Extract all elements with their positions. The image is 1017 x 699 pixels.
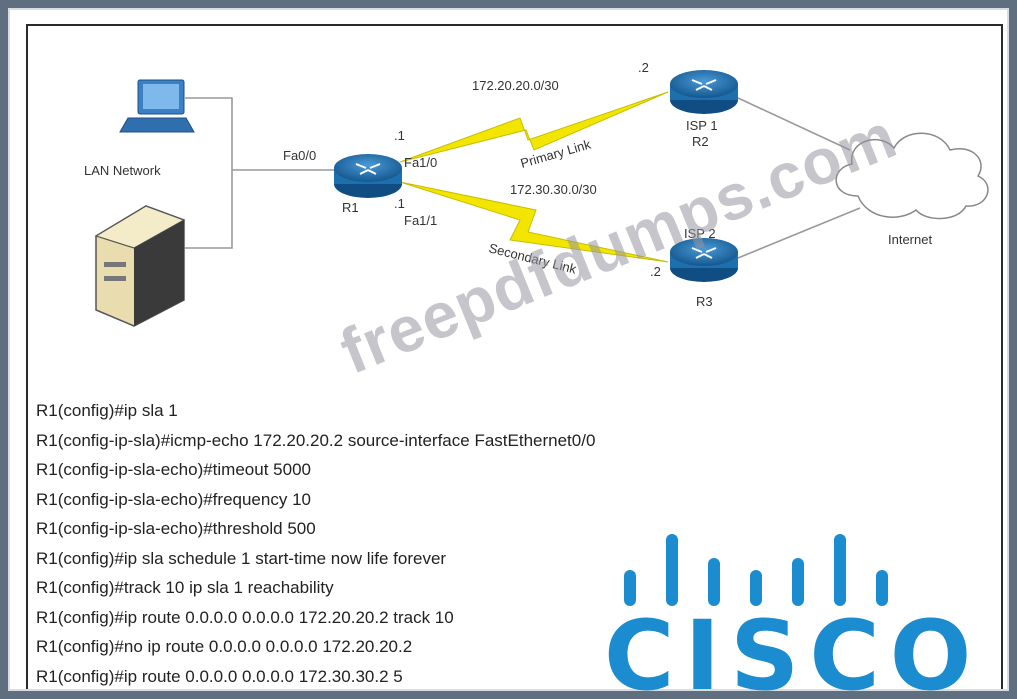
r3-isp-label: ISP 2 — [684, 226, 716, 241]
config-listing: R1(config)#ip sla 1 R1(config-ip-sla)#ic… — [36, 396, 796, 691]
r1-secondary-address: .1 — [394, 196, 405, 211]
primary-subnet-label: 172.20.20.0/30 — [472, 78, 559, 93]
config-line: R1(config-ip-sla)#icmp-echo 172.20.20.2 … — [36, 430, 596, 450]
pc-icon — [119, 79, 195, 133]
primary-link-label: Primary Link — [519, 136, 593, 170]
internet-cloud-icon — [835, 132, 989, 220]
r1-primary-address: .1 — [394, 128, 405, 143]
config-line: R1(config)#track 10 ip sla 1 reachabilit… — [36, 578, 334, 597]
config-line: R1(config-ip-sla-echo)#threshold 500 — [36, 519, 316, 538]
config-line: R1(config)#no ip route 0.0.0.0 0.0.0.0 1… — [36, 637, 413, 656]
cisco-logo-bars-icon — [624, 534, 888, 606]
primary-link-bolt — [399, 91, 669, 163]
secondary-link-bolt — [399, 181, 669, 263]
r1-fa1-1-label: Fa1/1 — [404, 213, 437, 228]
lan-wiring — [185, 97, 336, 249]
lan-network-label: LAN Network — [84, 163, 161, 178]
server-icon — [94, 205, 186, 327]
config-line: R1(config)#ip route 0.0.0.0 0.0.0.0 172.… — [36, 607, 454, 627]
config-line: R1(config-ip-sla-echo)#frequency 10 — [36, 489, 311, 509]
r1-fa1-0-label: Fa1/0 — [404, 155, 437, 170]
r2-name-label: R2 — [692, 134, 709, 149]
router-r3-icon — [670, 238, 738, 282]
config-line: R1(config)#ip sla 1 — [36, 401, 178, 420]
r3-address-label: .2 — [650, 264, 661, 279]
config-line: R1(config)#ip sla schedule 1 start-time … — [36, 548, 447, 568]
router-r1-icon — [334, 154, 402, 198]
r1-name-label: R1 — [342, 200, 359, 215]
r2-isp-label: ISP 1 — [686, 118, 718, 133]
r2-internet-link — [737, 97, 851, 151]
config-line: R1(config)#ip route 0.0.0.0 0.0.0.0 172.… — [36, 666, 403, 686]
config-line: R1(config-ip-sla-echo)#timeout 5000 — [36, 460, 311, 479]
r2-address-label: .2 — [638, 60, 649, 75]
r3-name-label: R3 — [696, 294, 713, 309]
internet-label: Internet — [888, 232, 932, 247]
r1-fa0-0-label: Fa0/0 — [283, 148, 316, 163]
secondary-subnet-label: 172.30.30.0/30 — [510, 182, 597, 197]
r3-internet-link — [737, 207, 861, 259]
cisco-logo-word: CISCO — [604, 608, 982, 696]
router-r2-icon — [670, 70, 738, 114]
